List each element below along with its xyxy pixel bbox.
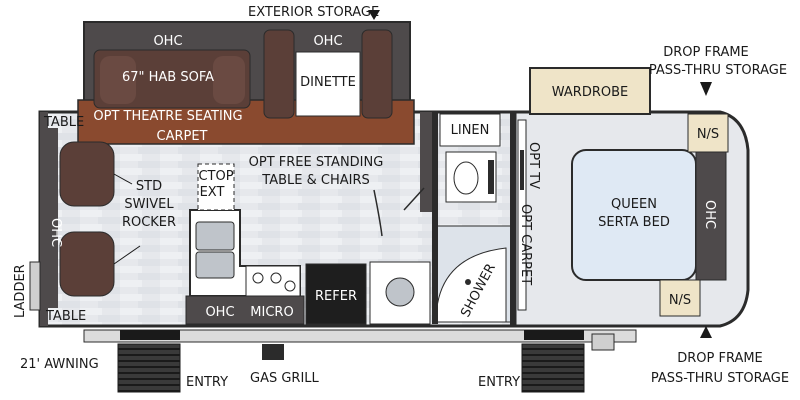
- label-rocker: ROCKER: [122, 215, 176, 230]
- label-std: STD: [136, 179, 162, 194]
- label-hab-sofa: 67" HAB SOFA: [122, 70, 214, 85]
- entry-steps: [117, 330, 615, 393]
- label-table-top: TABLE: [43, 115, 84, 130]
- label-drop-frame-top-2: PASS-THRU STORAGE: [649, 63, 787, 78]
- label-ladder: LADDER: [13, 264, 28, 318]
- toilet-icon: [453, 161, 479, 195]
- linen-closet: [439, 113, 501, 147]
- label-ohc-slide-right: OHC: [313, 34, 342, 49]
- dinette: [263, 29, 393, 119]
- label-drop-frame-bottom-2: PASS-THRU STORAGE: [651, 371, 789, 386]
- bedroom: [517, 67, 729, 338]
- tv-icon: [520, 150, 524, 190]
- nightstand-top: [687, 113, 729, 153]
- swivel-rockers: [48, 128, 141, 308]
- bathroom: [369, 112, 516, 326]
- hab-sofa: [93, 49, 251, 109]
- label-drop-frame-bottom-1: DROP FRAME: [677, 351, 763, 366]
- label-table-bottom: TABLE: [45, 309, 86, 324]
- gas-grill-icon: [262, 344, 284, 360]
- sink-icon: [195, 221, 235, 251]
- label-dinette: DINETTE: [300, 75, 356, 90]
- slide-out: [77, 10, 415, 145]
- label-ohc-kitchen: OHC: [205, 305, 234, 320]
- label-entry-right: ENTRY: [478, 375, 520, 390]
- label-opt-carpet: OPT CARPET: [518, 204, 533, 285]
- label-refer: REFER: [315, 289, 357, 304]
- nightstand-bottom: [659, 279, 701, 317]
- refrigerator: [305, 263, 367, 325]
- label-ctop-ext: EXT: [200, 185, 225, 200]
- kitchen-counter: [185, 163, 367, 325]
- ladder-icon: [29, 261, 41, 311]
- lav-sink-icon: [385, 277, 415, 307]
- label-serta-bed: SERTA BED: [598, 215, 670, 230]
- label-gas-grill: GAS GRILL: [250, 371, 320, 386]
- label-swivel: SWIVEL: [124, 197, 174, 212]
- label-entry-left: ENTRY: [186, 375, 228, 390]
- storage-arrow-icon: [368, 10, 380, 20]
- label-micro: MICRO: [250, 305, 293, 320]
- label-ohc-front: OHC: [48, 218, 63, 247]
- label-ohc-slide-left: OHC: [153, 34, 182, 49]
- label-ns-top: N/S: [697, 127, 719, 142]
- label-ns-bottom: N/S: [669, 293, 691, 308]
- wardrobe: [529, 67, 651, 115]
- awning: [83, 329, 637, 343]
- label-opt-tv: OPT TV: [526, 142, 541, 189]
- label-ctop: CTOP: [198, 169, 233, 184]
- drop-frame-bottom-arrow-icon: [700, 326, 712, 338]
- label-exterior-storage: EXTERIOR STORAGE: [248, 5, 379, 20]
- label-ohc-bed: OHC: [702, 200, 717, 229]
- label-opt-theatre-seating: OPT THEATRE SEATING: [93, 109, 242, 124]
- label-carpet-slide: CARPET: [157, 129, 208, 144]
- label-linen: LINEN: [451, 123, 490, 138]
- label-awning: 21' AWNING: [20, 357, 99, 372]
- label-opt-free-standing: OPT FREE STANDING: [249, 155, 384, 170]
- label-wardrobe: WARDROBE: [552, 85, 628, 100]
- label-table-chairs: TABLE & CHAIRS: [261, 173, 369, 188]
- drop-frame-top-arrow-icon: [700, 82, 712, 96]
- label-queen: QUEEN: [611, 197, 657, 212]
- label-drop-frame-top-1: DROP FRAME: [663, 45, 749, 60]
